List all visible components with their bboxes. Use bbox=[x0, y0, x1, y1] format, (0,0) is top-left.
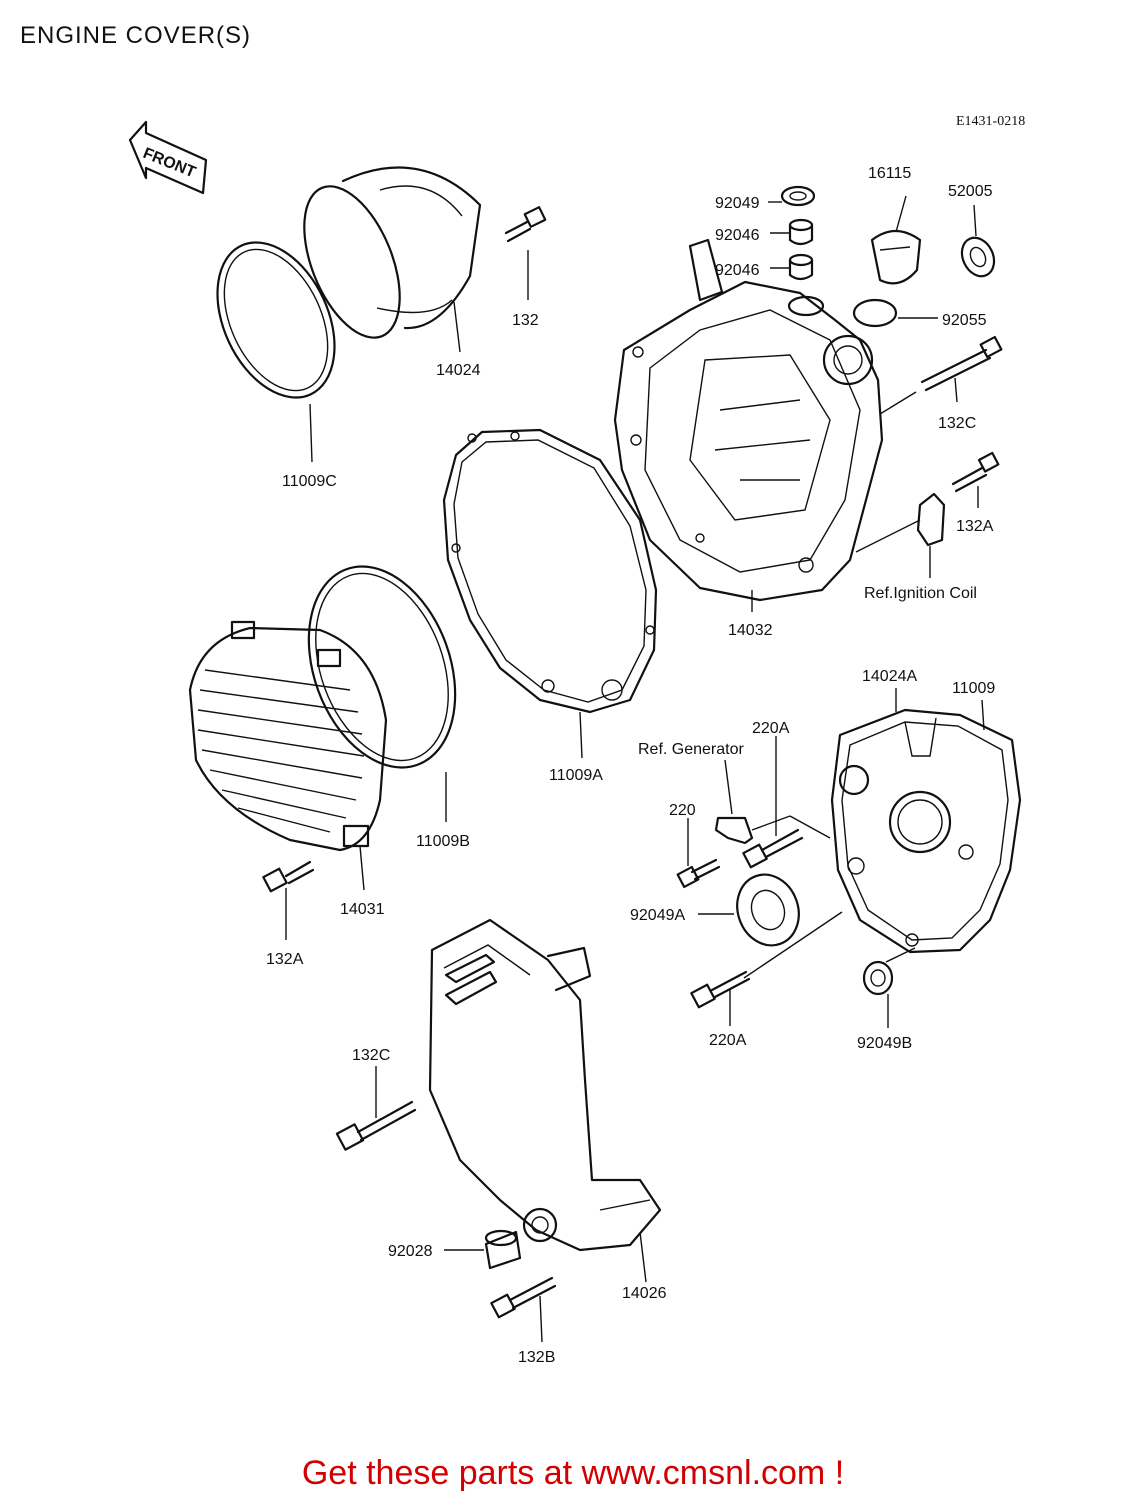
part-14026-sprocket-cover[interactable] bbox=[428, 918, 662, 1252]
callout-92028: 92028 bbox=[388, 1243, 433, 1260]
callout-14032: 14032 bbox=[728, 622, 773, 639]
part-11009b-gasket[interactable] bbox=[283, 546, 482, 788]
part-14031-finned-cover[interactable] bbox=[188, 620, 388, 852]
callout-11009b: 11009B bbox=[416, 833, 470, 850]
part-132c-bolt-upper[interactable] bbox=[920, 335, 1003, 392]
part-220-bolt[interactable] bbox=[676, 858, 721, 889]
page-title: ENGINE COVER(S) bbox=[20, 22, 252, 49]
part-ignition-coil-clamp[interactable] bbox=[916, 492, 946, 547]
part-11009a-gasket[interactable] bbox=[442, 428, 658, 714]
part-132-bolt[interactable] bbox=[504, 206, 547, 243]
front-direction-arrow: FRONT bbox=[128, 120, 208, 195]
callout-132c-upper: 132C bbox=[938, 415, 976, 432]
callout-14031: 14031 bbox=[340, 901, 385, 918]
part-220a-bolt-upper[interactable] bbox=[742, 828, 804, 869]
callout-132c-lower: 132C bbox=[352, 1047, 390, 1064]
part-11009c-gasket[interactable] bbox=[194, 224, 358, 417]
part-92028-dowel[interactable] bbox=[484, 1229, 522, 1270]
callout-11009c: 11009C bbox=[282, 473, 337, 490]
callout-92046-upper: 92046 bbox=[715, 227, 760, 244]
callout-92046-lower: 92046 bbox=[715, 262, 760, 279]
part-220a-bolt-lower[interactable] bbox=[690, 970, 751, 1009]
part-92049b-seal[interactable] bbox=[862, 960, 894, 996]
part-92049-seal[interactable] bbox=[768, 185, 816, 207]
part-132b-bolt[interactable] bbox=[490, 1276, 557, 1319]
part-14032-cover[interactable] bbox=[613, 238, 884, 602]
callout-11009a: 11009A bbox=[549, 767, 603, 784]
exploded-parts-diagram: E1431-0218 FRONT bbox=[128, 114, 1025, 1366]
callout-16115: 16115 bbox=[868, 165, 911, 182]
callout-92049a: 92049A bbox=[630, 907, 685, 924]
callout-92055: 92055 bbox=[942, 312, 987, 329]
part-14024a-generator-cover[interactable] bbox=[830, 708, 1022, 954]
callout-14026: 14026 bbox=[622, 1285, 667, 1302]
callout-132a-left: 132A bbox=[266, 951, 304, 968]
callout-52005: 52005 bbox=[948, 183, 993, 200]
part-132c-bolt-lower[interactable] bbox=[335, 1100, 417, 1151]
part-92046-collar-upper[interactable] bbox=[770, 218, 814, 246]
callout-132b: 132B bbox=[518, 1349, 555, 1366]
callout-ref-ignition-coil: Ref.Ignition Coil bbox=[864, 585, 977, 602]
callout-14024: 14024 bbox=[436, 362, 481, 379]
callout-132a-right: 132A bbox=[956, 518, 994, 535]
front-label: FRONT bbox=[141, 145, 199, 181]
part-52005-seal[interactable] bbox=[956, 233, 1000, 282]
part-132a-bolt-right[interactable] bbox=[951, 451, 1000, 493]
callout-220: 220 bbox=[669, 802, 696, 819]
part-14024-cover[interactable] bbox=[285, 166, 482, 352]
callout-92049: 92049 bbox=[715, 195, 760, 212]
part-92055-o-ring[interactable] bbox=[852, 298, 898, 328]
part-132a-bolt-left[interactable] bbox=[262, 860, 315, 893]
callout-ref-generator: Ref. Generator bbox=[638, 741, 745, 758]
part-92046-collar-lower[interactable] bbox=[770, 253, 814, 281]
callout-220a-lower: 220A bbox=[709, 1032, 747, 1049]
callout-220a-upper: 220A bbox=[752, 720, 790, 737]
part-16115-cap[interactable] bbox=[870, 229, 922, 285]
callout-132: 132 bbox=[512, 312, 539, 329]
callout-14024a: 14024A bbox=[862, 668, 917, 685]
part-generator-clamp[interactable] bbox=[714, 816, 754, 845]
diagram-code: E1431-0218 bbox=[956, 114, 1025, 129]
callout-92049b: 92049B bbox=[857, 1035, 912, 1052]
callout-11009: 11009 bbox=[952, 680, 995, 697]
part-92049a-seal[interactable] bbox=[727, 866, 808, 954]
footer-shop-link[interactable]: Get these parts at www.cmsnl.com ! bbox=[301, 1454, 845, 1492]
